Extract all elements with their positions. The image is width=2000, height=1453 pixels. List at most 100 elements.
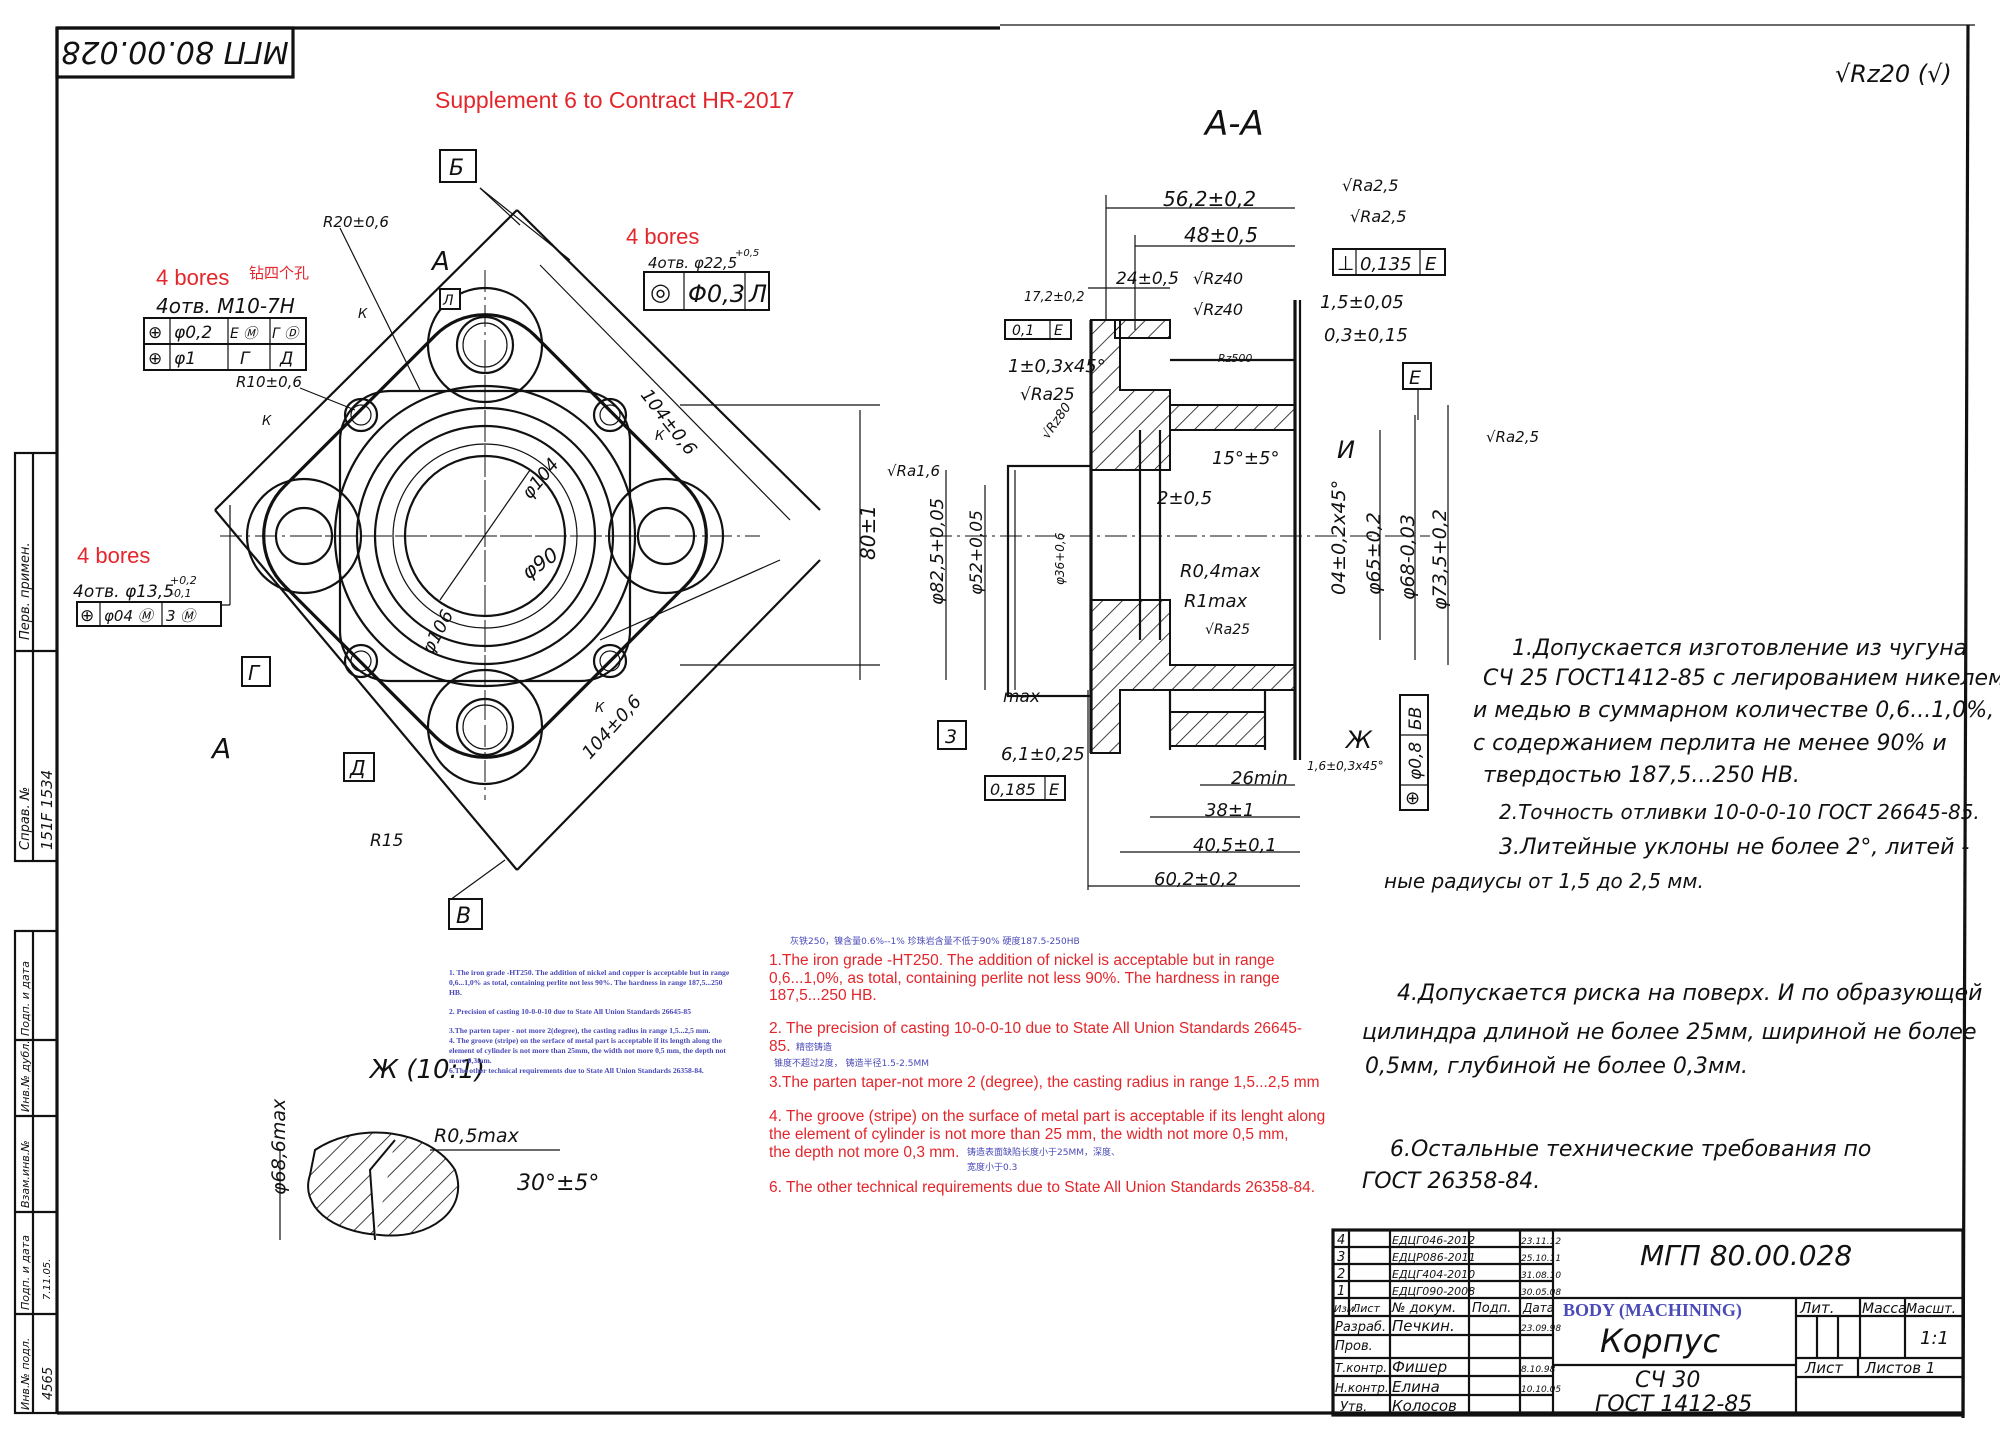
notes-en-blue-8: 6.The other technical requirements due t… bbox=[449, 1066, 704, 1075]
notes-en-blue-4: 3.The parten taper - not more 2(degree),… bbox=[449, 1026, 710, 1035]
dim-2: 2±0,5 bbox=[1157, 488, 1212, 509]
front-view-fcf-thread-row2-2: Г bbox=[240, 349, 251, 369]
title-block-revisions-3-date: 30.05.08 bbox=[1521, 1288, 1561, 1298]
front-view-datum-l: Л bbox=[442, 293, 454, 309]
front-view-fcf-thread-row2-0: ⊕ bbox=[148, 349, 162, 369]
front-view-labels: 4 bores 钻四个孔 4 bores 4 bores 4отв. М10-7… bbox=[73, 149, 880, 930]
cut-a-bottom: А bbox=[210, 732, 231, 765]
section-view-fcf-pos-0: ⊕ bbox=[1405, 788, 1420, 809]
thread-holes-callout: 4отв. М10-7Н bbox=[156, 294, 295, 318]
notes-cn-groove-1: 铸造表面缺陷长度小于25MM，深度、 bbox=[967, 1146, 1120, 1158]
detail-angle-30: 30°±5° bbox=[517, 1171, 599, 1196]
margin-stamps-vzam-inv: Взам.инв.№ bbox=[19, 1140, 32, 1208]
front-view-fcf-thread-row1-0: ⊕ bbox=[148, 323, 162, 343]
section-view-fcf-pos-2: БВ bbox=[1406, 707, 1426, 730]
notes-ru-11: 6.Остальные технические требования по bbox=[1390, 1137, 1871, 1162]
front-view-datum-g: Г bbox=[248, 661, 261, 685]
section-view-fcf-perp-1: 0,135 bbox=[1360, 254, 1412, 275]
front-view-small-holes-tol-low: -0,1 bbox=[170, 587, 191, 600]
k-mark: К bbox=[262, 414, 272, 429]
section-view-fcf-0185-0: 0,185 bbox=[990, 780, 1036, 799]
fcf-position: ⊕ φ0,8 БВ bbox=[1399, 694, 1429, 811]
notes-en-blue-0: 1. The iron grade -HT250. The addition o… bbox=[449, 968, 730, 977]
scale-value: 1:1 bbox=[1920, 1328, 1949, 1349]
datum-l: Л bbox=[439, 288, 461, 310]
margin-stamps-perv-primen: Перв. примен. bbox=[18, 542, 33, 640]
material-grade: СЧ 30 bbox=[1635, 1368, 1700, 1393]
ra25-b: √Ra2,5 bbox=[1350, 207, 1407, 226]
front-view-fcf-bore-1: Φ0,3 bbox=[688, 280, 745, 308]
notes-en-red-9: 6. The other technical requirements due … bbox=[769, 1179, 1315, 1196]
margin-stamps-podp-val: 7.11.05. bbox=[42, 1259, 53, 1300]
front-view-fcf-small-0: ⊕ bbox=[80, 606, 94, 626]
margin-stamps-sprav-val: 151F 1534 bbox=[38, 770, 56, 850]
section-view-fcf-perp-0: ⊥ bbox=[1337, 251, 1354, 275]
title-block-lit: Лит. bbox=[1799, 1299, 1835, 1317]
title-block-name-appr: Колосов bbox=[1392, 1397, 1457, 1415]
front-view-fcf-small-2: 3 Ⓜ bbox=[166, 607, 197, 625]
title-block-hdr-doc: № докум. bbox=[1391, 1301, 1456, 1316]
notes-ru-2: и медью в суммарном количестве 0,6...1,0… bbox=[1473, 698, 1994, 723]
dia-82-5: φ82,5+0,05 bbox=[927, 498, 948, 605]
title-block-revisions-0-doc: ЕДЦГ046-2012 bbox=[1392, 1234, 1475, 1247]
front-view-datum-d: Д bbox=[349, 756, 366, 780]
notes-en-blue-6: element of cylinder is not more than 25m… bbox=[449, 1046, 726, 1055]
section-view-datum-3: 3 bbox=[945, 726, 957, 748]
datum-e: Е bbox=[1402, 362, 1432, 390]
detail-title: Ж (10:1) bbox=[368, 1055, 485, 1085]
rotated-code-box: МГП 80.00.028 bbox=[55, 26, 295, 79]
front-view bbox=[180, 187, 880, 901]
margin-stamps-inv-podl-val: 4565 bbox=[41, 1367, 56, 1400]
front-view-small-holes-tol-up: +0,2 bbox=[170, 574, 197, 587]
dim-38: 38±1 bbox=[1205, 800, 1254, 821]
section-view-labels: 56,2±0,2 48±0,5 24±0,5 17,2±0,2 √Rz40 √R… bbox=[887, 176, 1539, 890]
dia-52: φ52+0,05 bbox=[967, 510, 987, 595]
dia-65: φ65±0,2 bbox=[1363, 512, 1385, 595]
title-block-name-dev: Печкин. bbox=[1392, 1317, 1455, 1335]
small-holes-callout: 4отв. φ13,5 bbox=[73, 582, 174, 602]
margin-stamps-inv-dubl: Инв.№ дубл. bbox=[19, 1040, 32, 1112]
dia-68: φ68-0,03 bbox=[1397, 514, 1419, 600]
title-block-scale-label: Масшт. bbox=[1906, 1302, 1956, 1317]
chamfer-1: 1±0,3х45° bbox=[1008, 356, 1106, 377]
ra25-a: √Ra2,5 bbox=[1342, 176, 1399, 195]
front-view-fcf-thread-row2-3: Д bbox=[279, 349, 293, 369]
cut-a-top: А bbox=[430, 247, 450, 277]
rz500: Rz500 bbox=[1218, 352, 1252, 365]
title-block-revisions-1-no: 3 bbox=[1337, 1250, 1345, 1265]
material-standard: ГОСТ 1412-85 bbox=[1595, 1392, 1752, 1417]
title-block-sheets: Листов 1 bbox=[1864, 1359, 1935, 1377]
title-block-revisions-3-no: 1 bbox=[1337, 1284, 1345, 1299]
chamfer-04: 04±0,2х45° bbox=[1328, 480, 1350, 595]
notes-en-red-8: the depth not more 0,3 mm. bbox=[769, 1144, 959, 1161]
title-block-name-tech: Фишер bbox=[1392, 1358, 1447, 1376]
title-block-role-check: Пров. bbox=[1335, 1339, 1373, 1354]
notes-en-red-7: the element of cylinder is not more than… bbox=[769, 1126, 1289, 1143]
dim-80: 80±1 bbox=[856, 505, 880, 560]
section-view-fcf-pos-1: φ0,8 bbox=[1406, 742, 1426, 780]
title-block-revisions-3-doc: ЕДЦГ090-2008 bbox=[1392, 1285, 1475, 1298]
rz40-a: √Rz40 bbox=[1193, 269, 1243, 288]
label-zh: Ж bbox=[1344, 726, 1373, 754]
ra16: √Ra1,6 bbox=[887, 462, 940, 480]
notes-en-red-5: 3.The parten taper-not more 2 (degree), … bbox=[769, 1074, 1320, 1091]
k-mark: К bbox=[655, 429, 665, 444]
front-view-fcf-small-1: φ04 Ⓜ bbox=[104, 607, 155, 625]
general-roughness: √Rz20 (√) bbox=[1835, 60, 1952, 88]
title-block: 4 ЕДЦГ046-2012 23.11.12 3 ЕДЦР086-2011 2… bbox=[1331, 1228, 1965, 1417]
notes-ru-10: 0,5мм, глубиной не более 0,3мм. bbox=[1365, 1054, 1748, 1079]
notes-en-red-0: 1.The iron grade -HT250. The addition of… bbox=[769, 952, 1275, 969]
title-block-revisions-1-date: 25.10.11 bbox=[1521, 1254, 1561, 1264]
fcf-bore: ◎ Φ0,3 Л bbox=[643, 271, 770, 311]
section-view-datum-e: Е bbox=[1409, 367, 1421, 389]
front-view-fcf-bore-0: ◎ bbox=[650, 278, 671, 306]
detail-view: Ж (10:1) R0,5max 30°±5° φ68,6max bbox=[268, 1055, 599, 1241]
margin-stamps-podp-data-1: Подп. и дата bbox=[19, 961, 32, 1036]
notes-ru-5: 2.Точность отливки 10-0-0-10 ГОСТ 26645-… bbox=[1499, 800, 1980, 824]
dim-40-5: 40,5±0,1 bbox=[1193, 835, 1277, 856]
section-view-fcf-0185-1: Е bbox=[1049, 780, 1060, 799]
title-block-role-appr: Утв. bbox=[1340, 1400, 1367, 1415]
notes-en-red-4: 85. bbox=[769, 1038, 791, 1055]
drawing-number: МГП 80.00.028 bbox=[1640, 1239, 1852, 1272]
r04: R0,4max bbox=[1180, 561, 1261, 582]
